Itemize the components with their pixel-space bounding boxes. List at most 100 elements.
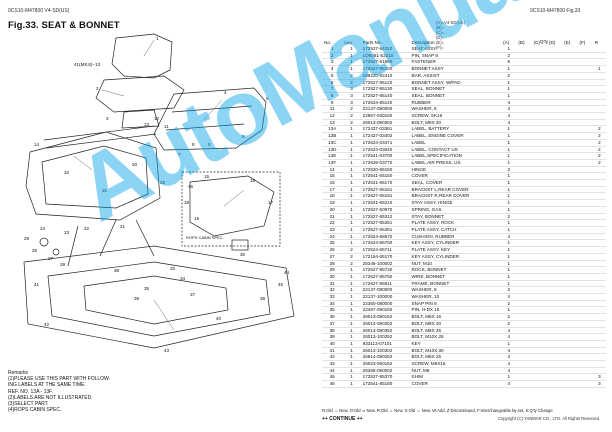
cell-qty-f	[577, 152, 593, 160]
cell-r: 2	[592, 132, 606, 140]
cell-qty-d	[546, 199, 563, 207]
cell-qty-e	[562, 273, 578, 281]
cell-lev: 1	[342, 125, 361, 134]
cell-qty-e	[562, 213, 578, 221]
cell-lev: 1	[342, 360, 361, 368]
cell-qty-c	[531, 320, 547, 328]
cell-parts-no: 26013-080302	[360, 119, 410, 127]
cell-qty-e	[562, 58, 578, 67]
cell-qty-a: 2	[501, 320, 517, 328]
cell-qty-f	[577, 320, 593, 328]
cell-qty-b	[516, 213, 532, 221]
cell-qty-d	[546, 85, 563, 93]
cell-qty-d	[546, 253, 563, 261]
cell-parts-no: 172527-64310	[360, 46, 410, 53]
cell-qty-b	[516, 105, 532, 114]
cell-qty-a: 1	[501, 159, 517, 167]
cell-parts-no: 172437-03361	[360, 125, 410, 134]
cell-qty-d	[546, 239, 563, 248]
cell-no: 6	[322, 79, 343, 87]
remarks-line: (3)SELECT PART.	[8, 401, 49, 408]
cell-qty-e	[562, 320, 578, 328]
cell-description: SNAP PIN 8	[409, 300, 502, 308]
cell-qty-f	[577, 286, 593, 294]
cell-qty-b	[516, 367, 532, 375]
cell-qty-a: 1	[501, 260, 517, 268]
cell-qty-e	[562, 280, 578, 288]
cell-qty-b	[516, 192, 532, 201]
callout-label: 25	[160, 180, 166, 185]
cell-parts-no: 172527-85120	[360, 79, 410, 87]
cell-no: 9	[322, 99, 343, 107]
bonnet-shape	[153, 87, 267, 151]
cell-qty-a: 2	[501, 52, 517, 60]
cell-qty-a: 1	[501, 373, 517, 382]
cell-qty-d	[546, 119, 563, 127]
callout-label: 26	[32, 248, 38, 253]
cell-description: BOLT, M10X 25	[409, 333, 502, 341]
cell-parts-no: 22467-080160	[360, 306, 410, 315]
cell-qty-a: 4	[501, 112, 517, 120]
cell-r	[592, 199, 606, 207]
cell-lev: 1	[342, 146, 361, 154]
cell-qty-e	[562, 333, 578, 341]
cell-lev: 2	[342, 105, 361, 114]
cell-qty-c	[531, 373, 547, 382]
cell-qty-c	[531, 79, 547, 87]
cell-no: 14	[322, 166, 343, 174]
remarks-title: Remarks	[8, 370, 29, 376]
cell-r	[592, 266, 606, 274]
cell-description: COVER	[409, 172, 502, 181]
cell-qty-f	[577, 280, 593, 288]
cell-r	[592, 79, 606, 87]
cell-r: 1	[592, 65, 606, 73]
cell-r	[592, 166, 606, 174]
cell-qty-c	[531, 233, 547, 241]
cell-qty-d	[546, 92, 563, 100]
cell-parts-no: 172527-61990	[360, 58, 410, 67]
exploded-diagram: 41(M8.8)−13 ROPS CABIN SPEC. 1 2 3 4 5 6…	[4, 30, 310, 362]
cell-parts-no: 172527-85100	[360, 65, 410, 73]
cell-qty-f	[577, 159, 593, 167]
rops-inset-box	[181, 171, 281, 247]
cell-description: BRACKET L,REAR COVER	[409, 186, 502, 194]
cell-qty-a: 4	[501, 360, 517, 368]
cell-qty-c	[531, 99, 547, 107]
cell-no: 43	[322, 360, 343, 368]
cell-parts-no: 172527-85370	[360, 373, 410, 382]
cell-qty-a: 1	[501, 239, 517, 248]
cell-qty-d	[546, 166, 563, 174]
callout-label: 29	[24, 236, 30, 241]
cell-qty-b	[516, 286, 532, 294]
cell-qty-f	[577, 72, 593, 80]
cell-parts-no: 172527-60970	[360, 206, 410, 214]
cell-qty-b	[516, 353, 532, 362]
cell-lev: 1	[342, 293, 361, 301]
cell-no: 4	[322, 65, 343, 73]
cell-qty-e	[562, 192, 578, 201]
figure-title: Fig.33. SEAT & BONNET	[8, 20, 120, 31]
cell-lev: 1	[342, 340, 361, 348]
header-qty-c: (C)	[533, 40, 541, 45]
cell-qty-b	[516, 112, 532, 120]
cell-no: 29	[322, 266, 343, 274]
cell-no: 46	[322, 380, 343, 388]
cell-qty-a: 4	[501, 293, 517, 301]
cell-lev: 1	[342, 239, 361, 248]
cell-qty-f	[577, 85, 593, 93]
cell-qty-d	[546, 105, 563, 114]
cell-parts-no: 172524-65700	[360, 239, 410, 248]
cell-qty-f	[577, 132, 593, 140]
